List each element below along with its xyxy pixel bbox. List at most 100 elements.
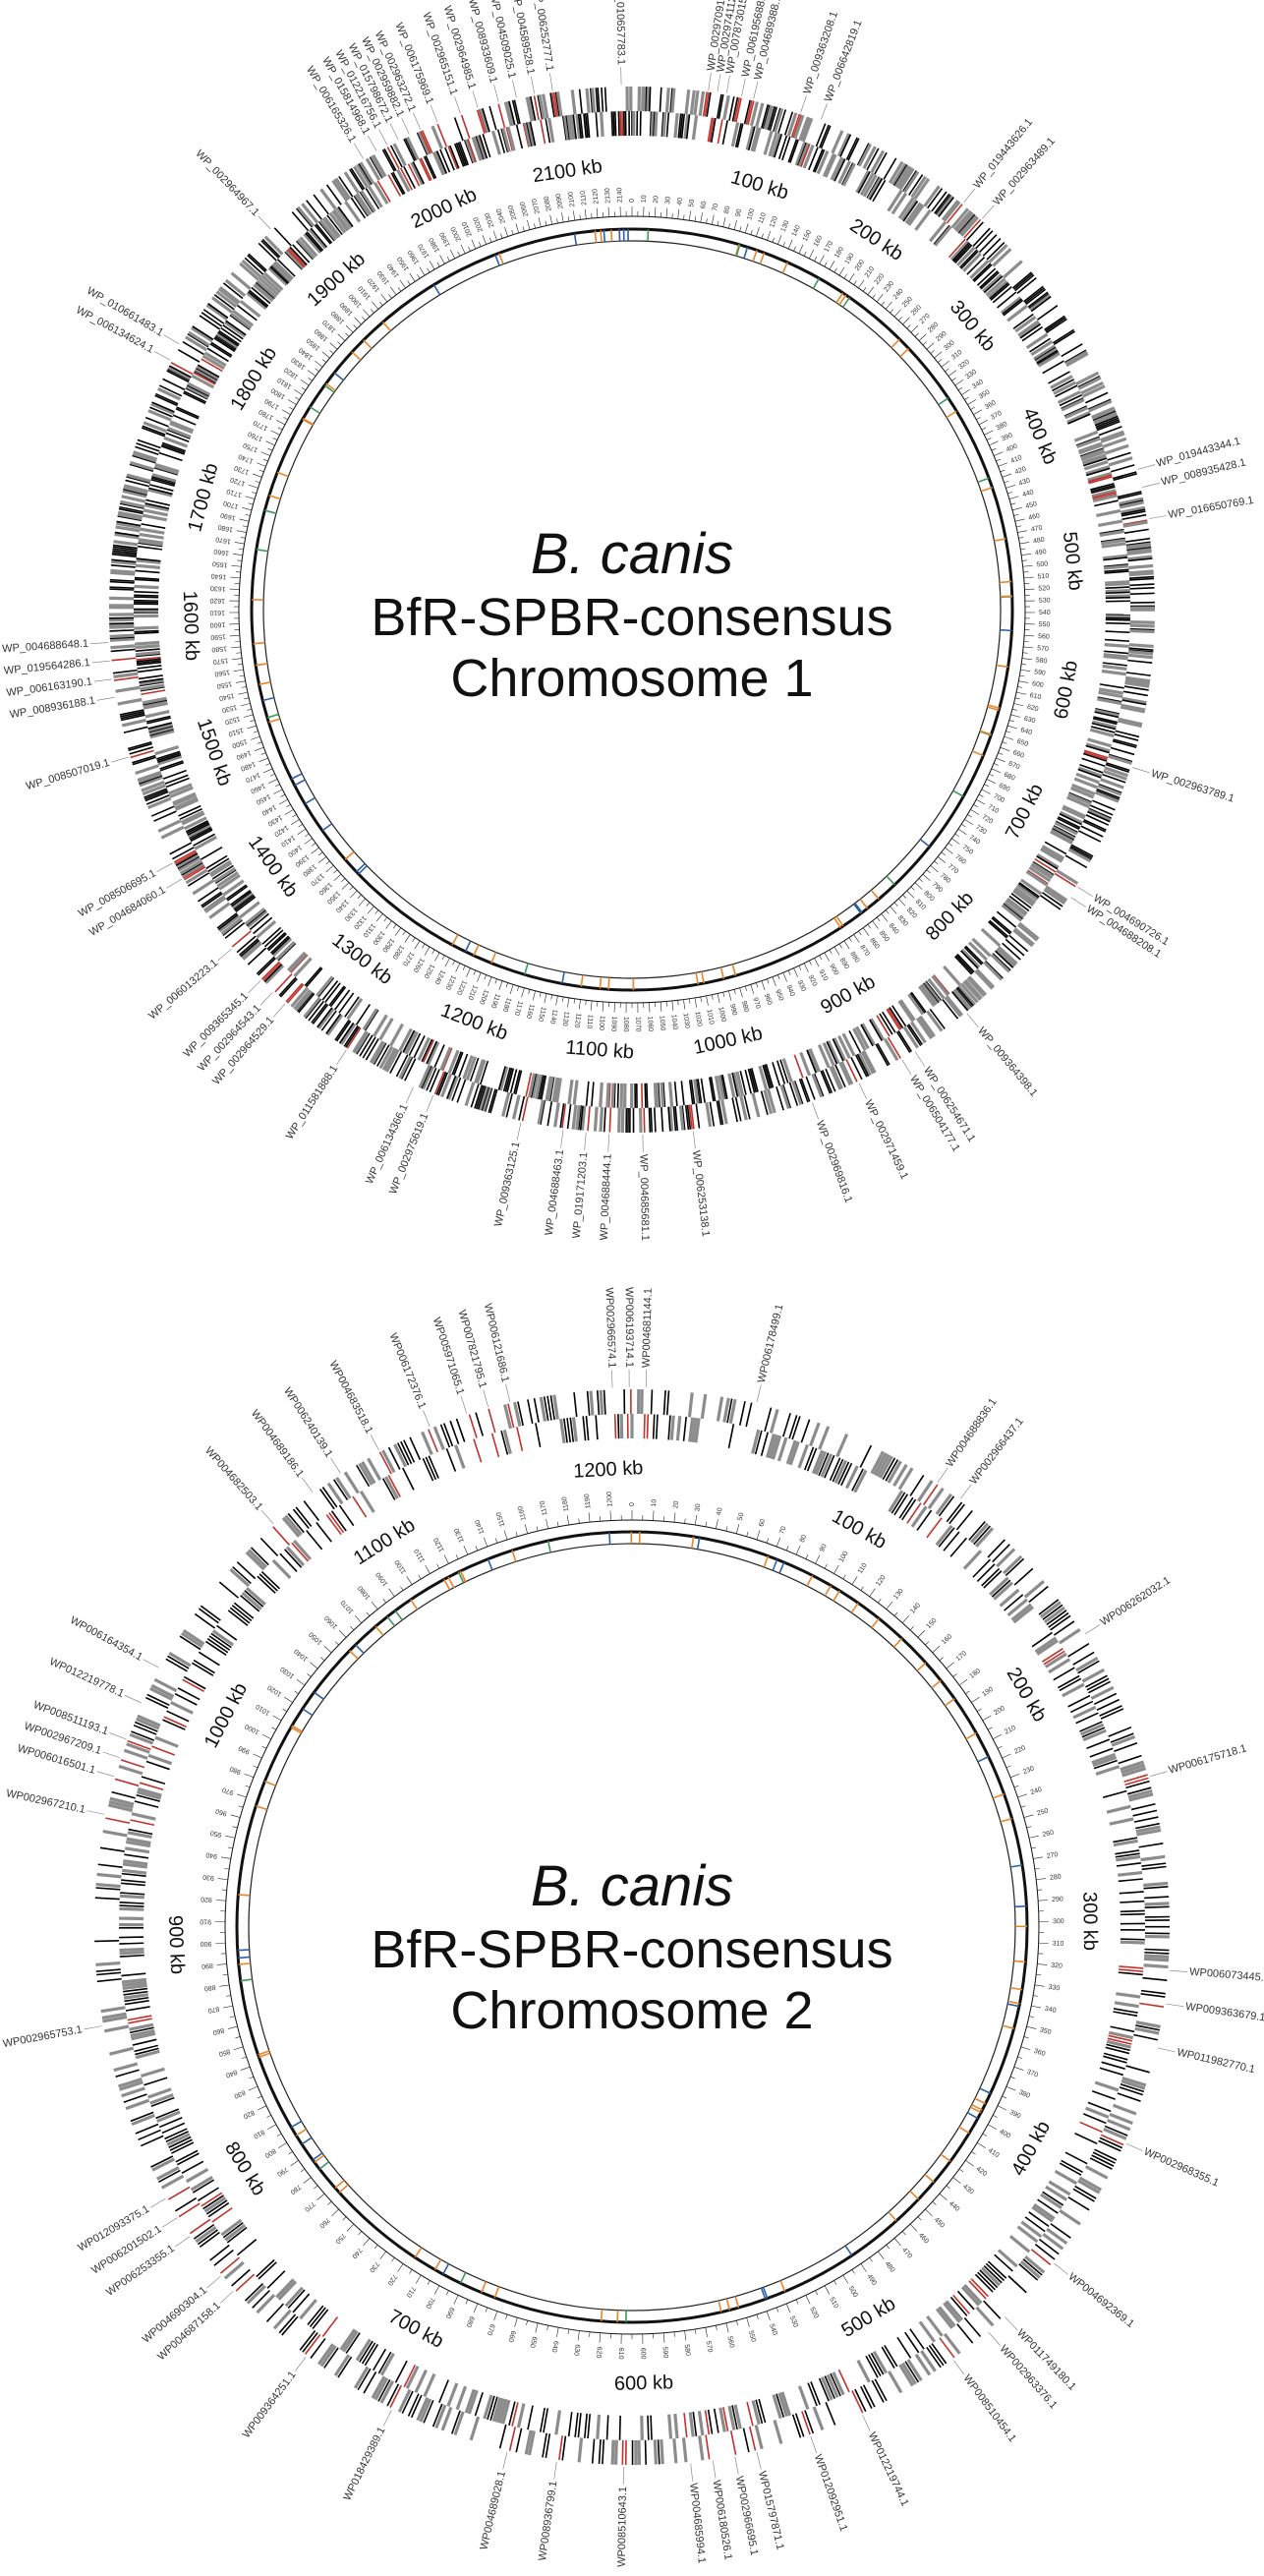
cds-block <box>684 88 691 115</box>
scale-tick <box>441 955 445 961</box>
scale-tick-label: 470 <box>1030 524 1043 533</box>
cds-block <box>119 2080 144 2091</box>
cds-block <box>279 977 298 998</box>
scale-tick <box>986 438 992 440</box>
cds-block <box>1081 1668 1106 1683</box>
feature-mark <box>824 1585 832 1597</box>
scale-tick <box>505 2313 508 2319</box>
cds-block <box>488 1088 496 1113</box>
cds-block <box>1038 1599 1060 1615</box>
scale-tick-label: 1940 <box>386 263 401 279</box>
cds-block <box>353 1031 370 1055</box>
cds-block <box>1122 519 1148 526</box>
cds-block <box>661 111 664 138</box>
cds-block <box>527 121 536 146</box>
cds-block <box>338 992 355 1014</box>
scale-tick-label: 690 <box>998 783 1011 793</box>
scale-tick-label: 1500 <box>231 737 248 749</box>
cds-block <box>1012 928 1034 948</box>
cds-block <box>148 484 174 492</box>
cds-block <box>402 1029 416 1053</box>
cds-block <box>891 1005 907 1027</box>
scale-tick <box>939 2193 948 2200</box>
cds-block <box>1104 650 1129 655</box>
scale-tick <box>673 1512 676 1523</box>
cds-block <box>891 162 907 186</box>
scale-tick <box>298 824 303 828</box>
cds-block <box>1102 662 1127 667</box>
scale-tick <box>989 773 995 777</box>
cds-block <box>859 1444 873 1468</box>
cds-block <box>503 101 513 127</box>
cds-block <box>1125 537 1151 543</box>
cds-block <box>126 1837 151 1845</box>
cds-block <box>798 116 810 142</box>
accession-leader-line <box>1137 464 1156 470</box>
cds-block <box>1075 371 1100 385</box>
cds-block <box>1095 417 1120 429</box>
cds-block <box>585 88 591 114</box>
cds-block <box>151 401 175 413</box>
scale-tick <box>321 359 327 363</box>
scale-tick <box>237 559 243 561</box>
cds-block <box>147 722 173 730</box>
cds-block <box>1041 892 1063 907</box>
cds-block <box>192 879 215 896</box>
accession-leader-line <box>302 1477 314 1493</box>
cds-block <box>1059 393 1082 407</box>
cds-block <box>1113 1839 1138 1847</box>
scale-tick <box>1028 2016 1034 2019</box>
cds-block <box>151 2157 176 2172</box>
scale-tick-label: 360 <box>984 399 998 411</box>
scale-tick-label: 1160 <box>517 1505 528 1521</box>
cds-block <box>991 917 1011 935</box>
cds-block <box>597 88 601 113</box>
cds-block <box>137 665 162 670</box>
cds-block <box>109 580 135 584</box>
accession-leader-line <box>1005 2316 1018 2330</box>
scale-tick <box>1034 1984 1045 1987</box>
cds-block <box>1142 1976 1168 1981</box>
scale-tick <box>253 1765 259 1769</box>
cds-block <box>172 414 197 426</box>
cds-block <box>118 507 144 515</box>
cds-block <box>143 508 169 517</box>
cds-block <box>505 100 515 127</box>
cds-block <box>291 1542 310 1562</box>
cds-block <box>154 745 180 756</box>
cds-block <box>193 372 216 385</box>
feature-mark <box>351 351 362 361</box>
cds-block <box>661 1107 664 1133</box>
cds-block <box>165 777 190 789</box>
cds-block <box>401 2390 414 2414</box>
cds-block <box>251 286 271 305</box>
accession-label: WP002965753.1 <box>2 2023 84 2050</box>
scale-tick-label: 1010 <box>705 1009 715 1025</box>
cds-block <box>927 1487 945 1510</box>
cds-block <box>236 304 258 322</box>
scale-tick <box>323 1645 332 1654</box>
cds-block <box>1091 720 1117 730</box>
cds-block <box>133 450 158 461</box>
accession-label: WP006164354.1 <box>68 1614 144 1664</box>
cds-block <box>267 933 287 952</box>
cds-block <box>657 1083 661 1108</box>
cds-block <box>1054 821 1078 836</box>
accession-leader-line <box>93 678 112 682</box>
cds-block <box>109 624 135 629</box>
scale-tick <box>555 995 558 1006</box>
cds-block <box>1061 397 1084 410</box>
scale-tick <box>851 2269 855 2274</box>
cds-block <box>923 185 941 207</box>
scale-tick <box>1005 2085 1016 2091</box>
cds-block <box>224 921 246 939</box>
cds-block <box>856 1053 870 1077</box>
scale-tick <box>311 843 316 847</box>
cds-block <box>927 977 946 1000</box>
feature-mark <box>1002 2024 1014 2029</box>
cds-block <box>453 117 464 142</box>
cds-block <box>1075 1712 1099 1725</box>
cds-block <box>526 122 534 147</box>
cds-block <box>334 177 352 201</box>
cds-block <box>445 1075 457 1099</box>
